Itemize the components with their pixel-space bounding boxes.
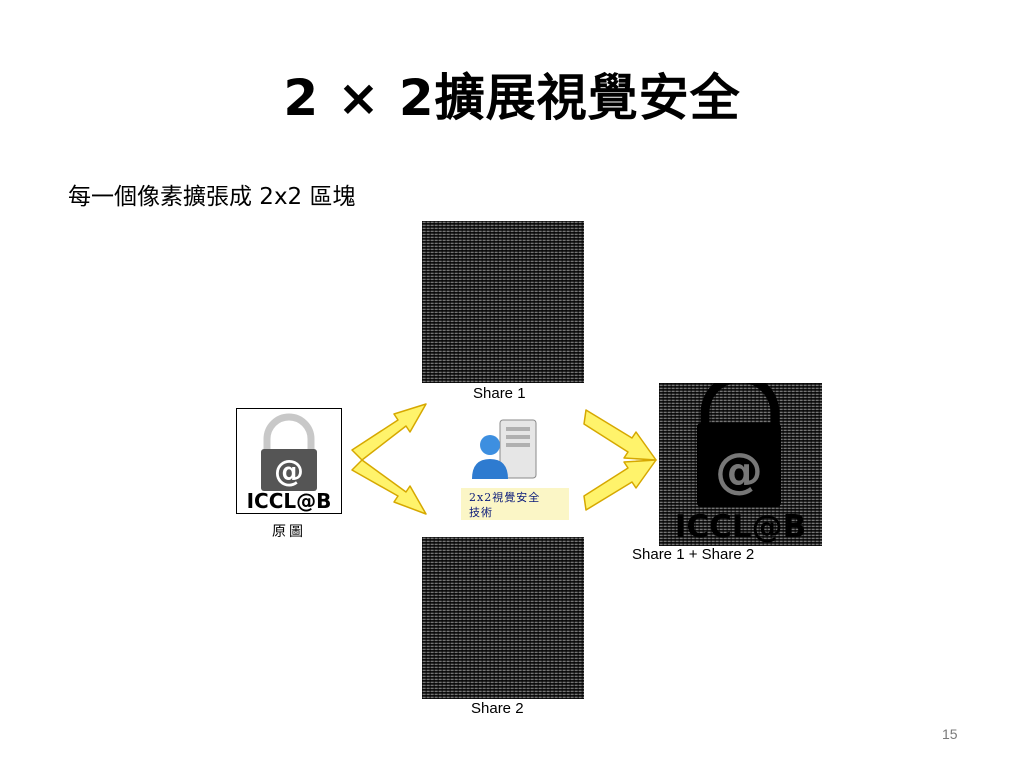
arrow-share1-to-result: [583, 409, 657, 461]
lock-at-symbol: @: [274, 454, 304, 489]
slide-title: 2 × 2擴展視覺安全: [283, 69, 741, 127]
original-caption: 原圖: [272, 524, 306, 540]
combined-lock-icon: @: [697, 383, 781, 507]
share-2-caption: Share 2: [471, 700, 524, 717]
original-logo-text: ICCL@B: [246, 489, 332, 513]
arrow-original-to-share2: [351, 459, 427, 515]
share-1-image: [422, 221, 584, 383]
bullet-text: 每一個像素擴張成 2x2 區塊: [68, 184, 356, 210]
technique-label-line1: 2x2視覺安全: [469, 491, 541, 504]
combined-caption: Share 1 + Share 2: [632, 546, 755, 563]
page-number: 15: [942, 726, 958, 742]
lock-icon: @: [261, 413, 317, 491]
server-user-icon: [472, 419, 537, 479]
arrow-original-to-share1: [351, 403, 427, 461]
technique-label: 2x2視覺安全 技術: [461, 488, 569, 520]
technique-label-line2: 技術: [469, 506, 493, 519]
combined-image: @ ICCL@B: [659, 383, 822, 546]
share-1-caption: Share 1: [473, 385, 526, 402]
original-image: @ ICCL@B: [236, 408, 342, 514]
combined-logo-text: ICCL@B: [674, 509, 807, 545]
combined-at-symbol: @: [715, 443, 763, 499]
arrow-share2-to-result: [583, 459, 657, 511]
share-2-image: [422, 537, 584, 699]
